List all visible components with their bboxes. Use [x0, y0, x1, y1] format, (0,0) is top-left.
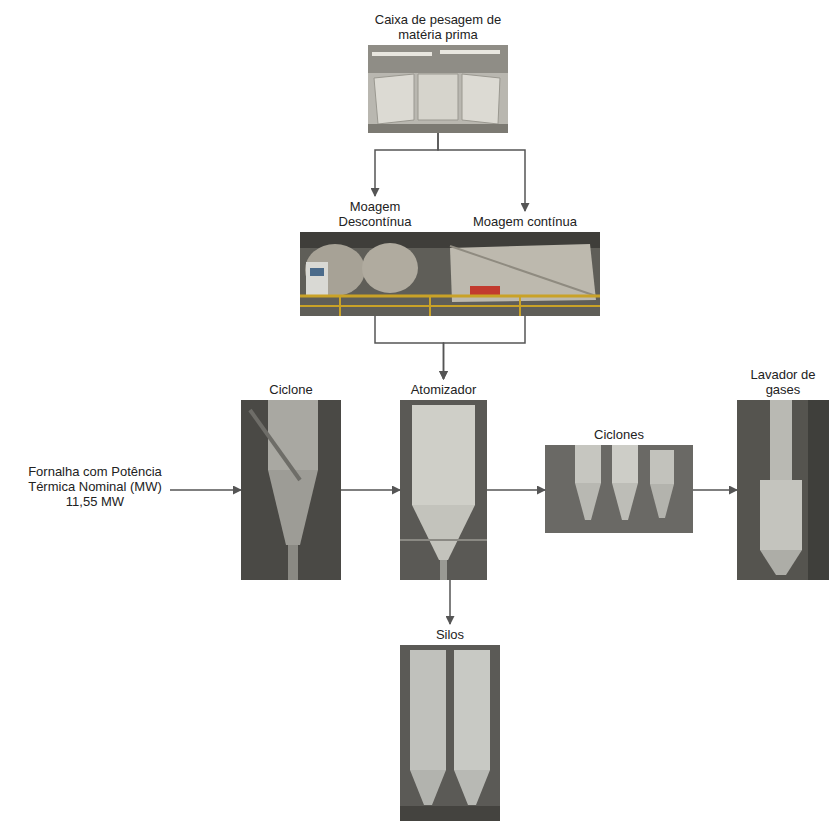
flow-arrow	[170, 489, 241, 491]
flow-arrow	[487, 489, 545, 491]
node-label: Silos	[400, 627, 500, 645]
photo-area	[300, 232, 450, 316]
photo-area	[400, 400, 487, 580]
flow-arrow	[341, 489, 400, 491]
node-label: Atomizador	[400, 382, 487, 400]
cyclones-photo	[545, 445, 693, 533]
silos-photo	[400, 645, 500, 821]
milling-photo	[300, 232, 600, 316]
process-photo-box: Silos	[400, 624, 500, 821]
process-photo-box: Ciclones	[545, 424, 693, 533]
furnace-label: Fornalha com Potência Térmica Nominal (M…	[20, 461, 170, 512]
photo-area	[400, 645, 500, 821]
photo-area	[241, 400, 341, 580]
process-photo-box: Lavador de gases	[737, 364, 829, 580]
flow-arrow	[438, 133, 525, 211]
atomizer-photo	[400, 400, 487, 580]
node-label: Moagem contínua	[455, 214, 595, 232]
node-label: Lavador de gases	[743, 367, 823, 400]
photo-area	[545, 445, 693, 533]
process-photo-box: Moagem Descontínua	[300, 196, 450, 316]
process-photo-box: Moagem contínua	[450, 211, 600, 316]
weighing-box-photo	[368, 45, 508, 133]
photo-area	[450, 232, 600, 316]
process-photo-box: Atomizador	[400, 379, 487, 580]
process-photo-box: Caixa de pesagem de matéria prima	[368, 9, 508, 133]
flow-arrow	[375, 316, 444, 379]
photo-area	[737, 400, 829, 580]
node-label: Ciclone	[241, 382, 341, 400]
cyclone-photo	[241, 400, 341, 580]
flow-arrow	[444, 316, 526, 379]
node-label: Caixa de pesagem de matéria prima	[373, 12, 503, 45]
flow-arrow	[375, 133, 438, 196]
flow-arrow	[693, 489, 737, 491]
gas-scrubber-photo	[737, 400, 829, 580]
flow-arrow	[449, 580, 451, 624]
process-photo-box: Ciclone	[241, 379, 341, 580]
node-label: Ciclones	[545, 427, 693, 445]
node-label: Fornalha com Potência Térmica Nominal (M…	[20, 464, 170, 512]
photo-area	[368, 45, 508, 133]
node-label: Moagem Descontínua	[335, 199, 415, 232]
